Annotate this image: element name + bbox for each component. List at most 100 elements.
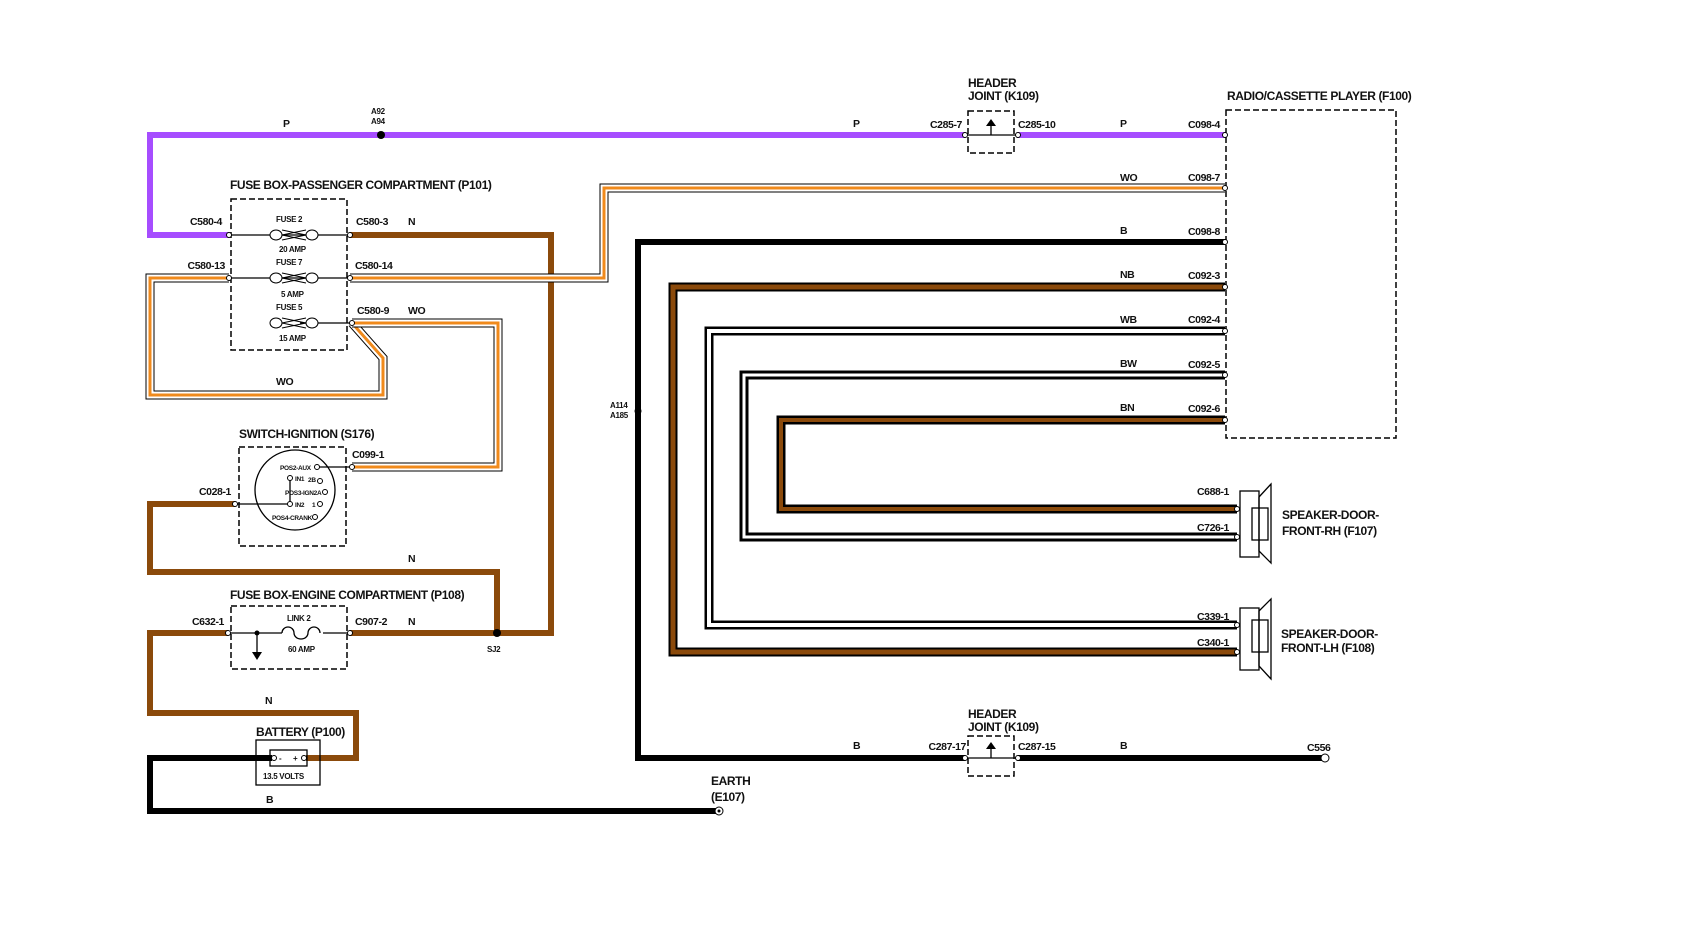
- wire-wo-ignition: [352, 318, 503, 472]
- connector-label: C092-6: [1188, 403, 1221, 415]
- connector-label: C098-4: [1188, 119, 1221, 131]
- wire-label: BW: [1120, 358, 1137, 370]
- header-joint-top-label: HEADER: [968, 76, 1017, 90]
- fuse7-rating: 5 AMP: [281, 290, 305, 299]
- battery-volts: 13.5 VOLTS: [263, 772, 305, 781]
- header-joint-bottom-label: HEADER: [968, 707, 1017, 721]
- switch-ignition: [232, 446, 355, 547]
- connector-label: C287-15: [1018, 741, 1056, 753]
- wire-label: B: [853, 740, 861, 752]
- link2-label: LINK 2: [287, 614, 311, 623]
- connector-label: C580-13: [188, 260, 226, 272]
- wires: [145, 131, 1323, 814]
- wire-wo-radio: [350, 183, 1225, 283]
- wire-label: NB: [1120, 269, 1135, 281]
- connector-label: C098-8: [1188, 226, 1221, 238]
- fuse2-rating: 20 AMP: [279, 245, 307, 254]
- radio-pins: [1222, 132, 1228, 423]
- wire-label: P: [1120, 118, 1127, 130]
- fusebox-engine-title: FUSE BOX-ENGINE COMPARTMENT (P108): [230, 588, 465, 602]
- wire-label: WO: [408, 305, 426, 317]
- wire-bw: [739, 370, 1237, 542]
- wire-color-labels: P P P N WO WO N N N B WO B NB WB BW BN B…: [265, 118, 1138, 806]
- wire-label: P: [853, 118, 860, 130]
- connector-label: C907-2: [355, 616, 388, 628]
- radio-cassette-player: [1225, 109, 1397, 439]
- wire-n-ignition: [147, 501, 500, 633]
- ign-pos4: POS4-CRANK: [272, 515, 313, 522]
- fuse5-rating: 15 AMP: [279, 334, 307, 343]
- c556-terminal: [1320, 753, 1330, 763]
- splice-label: A114: [610, 401, 628, 410]
- wire-label: N: [408, 216, 415, 228]
- connector-label: C688-1: [1197, 486, 1230, 498]
- connector-label: C285-7: [930, 119, 963, 131]
- wire-label: WO: [276, 376, 294, 388]
- ign-pos2: POS2-AUX: [280, 465, 312, 472]
- wire-wo-loop: [145, 273, 388, 400]
- speaker-rh-label: SPEAKER-DOOR-: [1282, 508, 1379, 522]
- connector-label: C092-3: [1188, 270, 1221, 282]
- connector-label: C099-1: [352, 449, 385, 461]
- fusebox-pass-title: FUSE BOX-PASSENGER COMPARTMENT (P101): [230, 178, 492, 192]
- speaker-lh: [1234, 597, 1272, 681]
- splice-label: SJ2: [487, 645, 501, 654]
- connector-label: C092-4: [1188, 314, 1221, 326]
- connector-label: C632-1: [192, 616, 225, 628]
- ignition-title: SWITCH-IGNITION (S176): [239, 427, 375, 441]
- fuse-icon: [269, 229, 319, 329]
- wire-label: B: [1120, 740, 1128, 752]
- battery-title: BATTERY (P100): [256, 725, 345, 739]
- header-joint-top-label: JOINT (K109): [968, 89, 1039, 103]
- connector-label: C092-5: [1188, 359, 1221, 371]
- connector-label: C028-1: [199, 486, 232, 498]
- wire-b-earth: [147, 755, 716, 814]
- speaker-rh: [1234, 482, 1272, 565]
- connector-labels: C580-4 C580-13 C580-3 C580-14 C580-9 C09…: [188, 119, 1332, 754]
- wire-b-radio: [635, 239, 1225, 761]
- battery-pos: +: [293, 754, 298, 763]
- wire-label: N: [408, 616, 415, 628]
- wire-wb: [704, 326, 1237, 630]
- connector-label: C339-1: [1197, 611, 1230, 623]
- fuse-box-passenger: [226, 198, 355, 351]
- battery: [255, 739, 321, 786]
- splice-labels: A92 A94 A114 A185 SJ2: [371, 107, 629, 654]
- splice-label: A185: [610, 411, 629, 420]
- splice-label: A92: [371, 107, 386, 116]
- component-labels: HEADER JOINT (K109) RADIO/CASSETTE PLAYE…: [230, 76, 1412, 804]
- connector-label: C285-10: [1018, 119, 1056, 131]
- speaker-lh-label: FRONT-LH (F108): [1281, 641, 1375, 655]
- wire-label: N: [408, 553, 415, 565]
- speaker-rh-label: FRONT-RH (F107): [1282, 524, 1377, 538]
- header-joint-bottom-label: JOINT (K109): [968, 720, 1039, 734]
- fuse5-label: FUSE 5: [276, 303, 303, 312]
- ign-in2: IN2: [295, 502, 305, 509]
- earth-label: (E107): [711, 790, 745, 804]
- wire-bn: [776, 415, 1237, 514]
- radio-label: RADIO/CASSETTE PLAYER (F100): [1227, 89, 1412, 103]
- wire-label: BN: [1120, 402, 1134, 414]
- ign-in1: IN1: [295, 476, 305, 483]
- wire-nb: [668, 282, 1237, 657]
- wire-n-battery: [147, 630, 359, 761]
- splice-sj2: [493, 629, 501, 637]
- wire-n-fuse2: [350, 232, 554, 636]
- ground-icon: [252, 652, 262, 660]
- header-joint-top: [962, 110, 1021, 154]
- ign-2b: 2B: [308, 477, 316, 484]
- header-joint-bottom: [962, 735, 1021, 777]
- fuse2-label: FUSE 2: [276, 215, 303, 224]
- earth-label: EARTH: [711, 774, 750, 788]
- splice-a92: [377, 131, 385, 139]
- connector-label: C580-3: [356, 216, 389, 228]
- fuse-box-engine: [225, 605, 353, 670]
- ign-pos3: POS3-IGN2A: [285, 490, 322, 497]
- wire-p: [147, 132, 965, 238]
- wire-label: N: [265, 695, 272, 707]
- connector-label: C580-14: [355, 260, 393, 272]
- wire-label: WO: [1120, 172, 1138, 184]
- fuse7-label: FUSE 7: [276, 258, 303, 267]
- connector-label: C580-4: [190, 216, 223, 228]
